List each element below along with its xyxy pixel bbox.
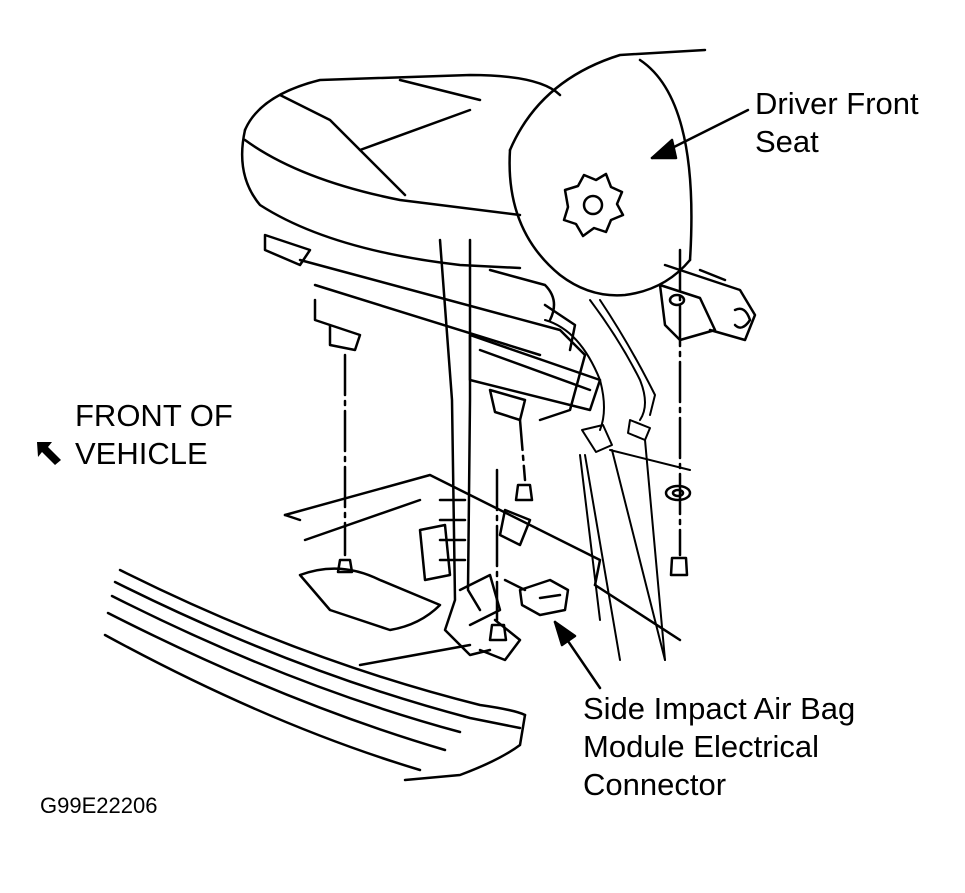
seat-back	[508, 48, 707, 297]
front-of-vehicle-line1: FRONT OF	[75, 398, 233, 433]
connector-label: Side Impact Air Bag Module Electrical Co…	[583, 690, 855, 804]
seat-cushion	[240, 73, 562, 270]
front-of-vehicle-line2: VEHICLE	[75, 436, 208, 471]
connector-label-line3: Connector	[583, 767, 727, 802]
seat-leader-arrowhead	[650, 138, 678, 160]
figure-id: G99E22206	[40, 793, 158, 818]
seat-belt	[418, 238, 532, 662]
connector-leader-arrowhead	[553, 620, 577, 647]
connector-label-line1: Side Impact Air Bag	[583, 691, 856, 726]
seat-frame	[263, 233, 757, 422]
front-of-vehicle-label: FRONT OF VEHICLE	[75, 397, 233, 473]
mounting-bolts	[336, 248, 692, 642]
wiring-harness	[544, 299, 691, 661]
airbag-connector	[503, 578, 570, 617]
door-sill	[103, 568, 527, 782]
driver-seat-label-line1: Driver Front	[755, 86, 919, 121]
connector-label-line2: Module Electrical	[583, 729, 820, 764]
leader-lines	[553, 108, 750, 690]
driver-seat-label-line2: Seat	[755, 124, 819, 159]
front-arrow-icon	[37, 442, 61, 465]
driver-seat-label: Driver Front Seat	[755, 85, 919, 161]
